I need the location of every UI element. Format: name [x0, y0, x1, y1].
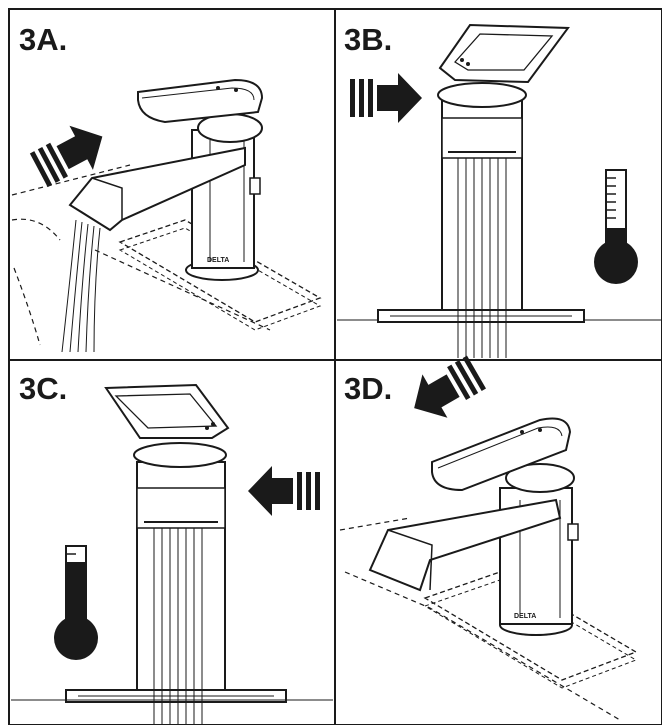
arrow-right-icon [350, 73, 422, 123]
thermometer-hot-icon [53, 545, 99, 661]
thermometer-cold-icon [593, 169, 639, 285]
panel-3a: 3A. DELTA [11, 22, 322, 353]
brand-mark-3a: DELTA [207, 257, 229, 264]
panel-3a-label: 3A. [19, 22, 67, 57]
arrow-back-icon [401, 350, 489, 430]
arrow-left-icon [248, 466, 320, 516]
panel-3d-label: 3D. [344, 371, 392, 406]
panel-3b-label: 3B. [344, 22, 392, 57]
panel-3c-label: 3C. [19, 371, 67, 406]
panel-3d: 3D. DELTA [339, 350, 638, 721]
brand-mark-3d: DELTA [514, 613, 536, 620]
panel-3b: 3B. [337, 22, 662, 358]
panel-3c: 3C. [11, 371, 333, 725]
